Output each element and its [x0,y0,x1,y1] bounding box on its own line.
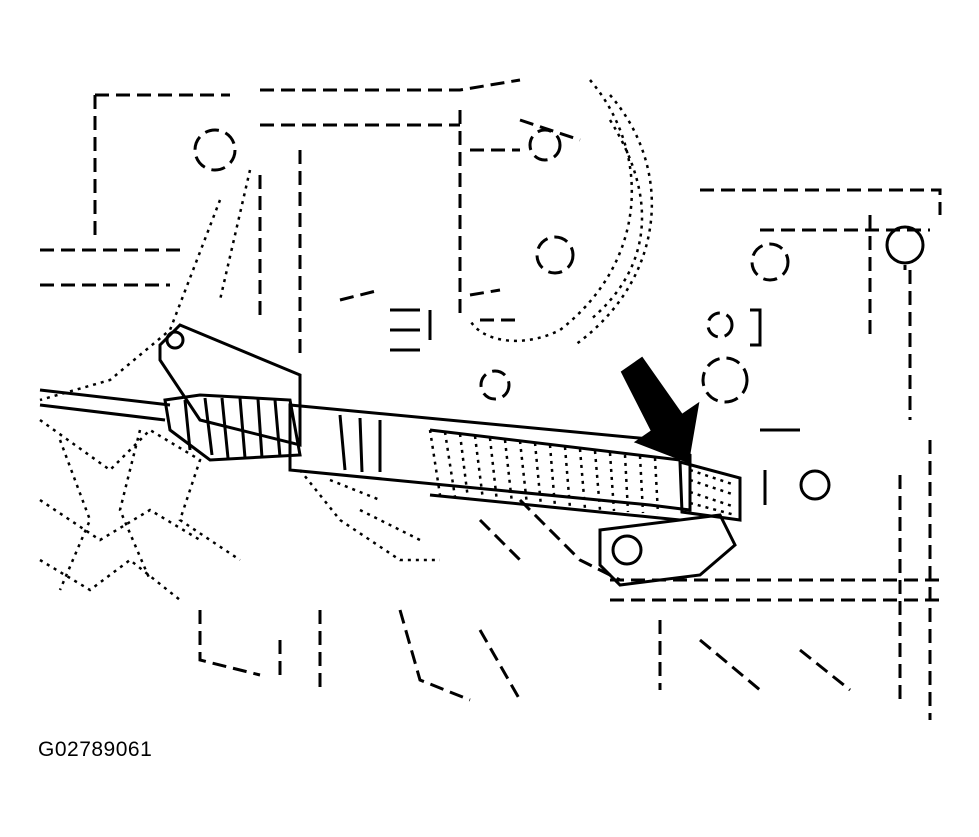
bolt-heads [193,128,925,566]
left-boot [163,393,302,462]
gear-housing [288,403,692,512]
tie-rod [39,388,171,422]
upper-hose [468,79,654,347]
left-splash-shield [39,169,440,601]
mounting-bracket [158,323,302,447]
arrow-indicator [620,356,700,464]
detail-lines [339,265,907,505]
figure-id-label: G02789061 [38,738,153,761]
lower-mounting-bracket [598,513,737,587]
boot-clamp [678,460,742,522]
right-bellows-boot [428,428,681,522]
